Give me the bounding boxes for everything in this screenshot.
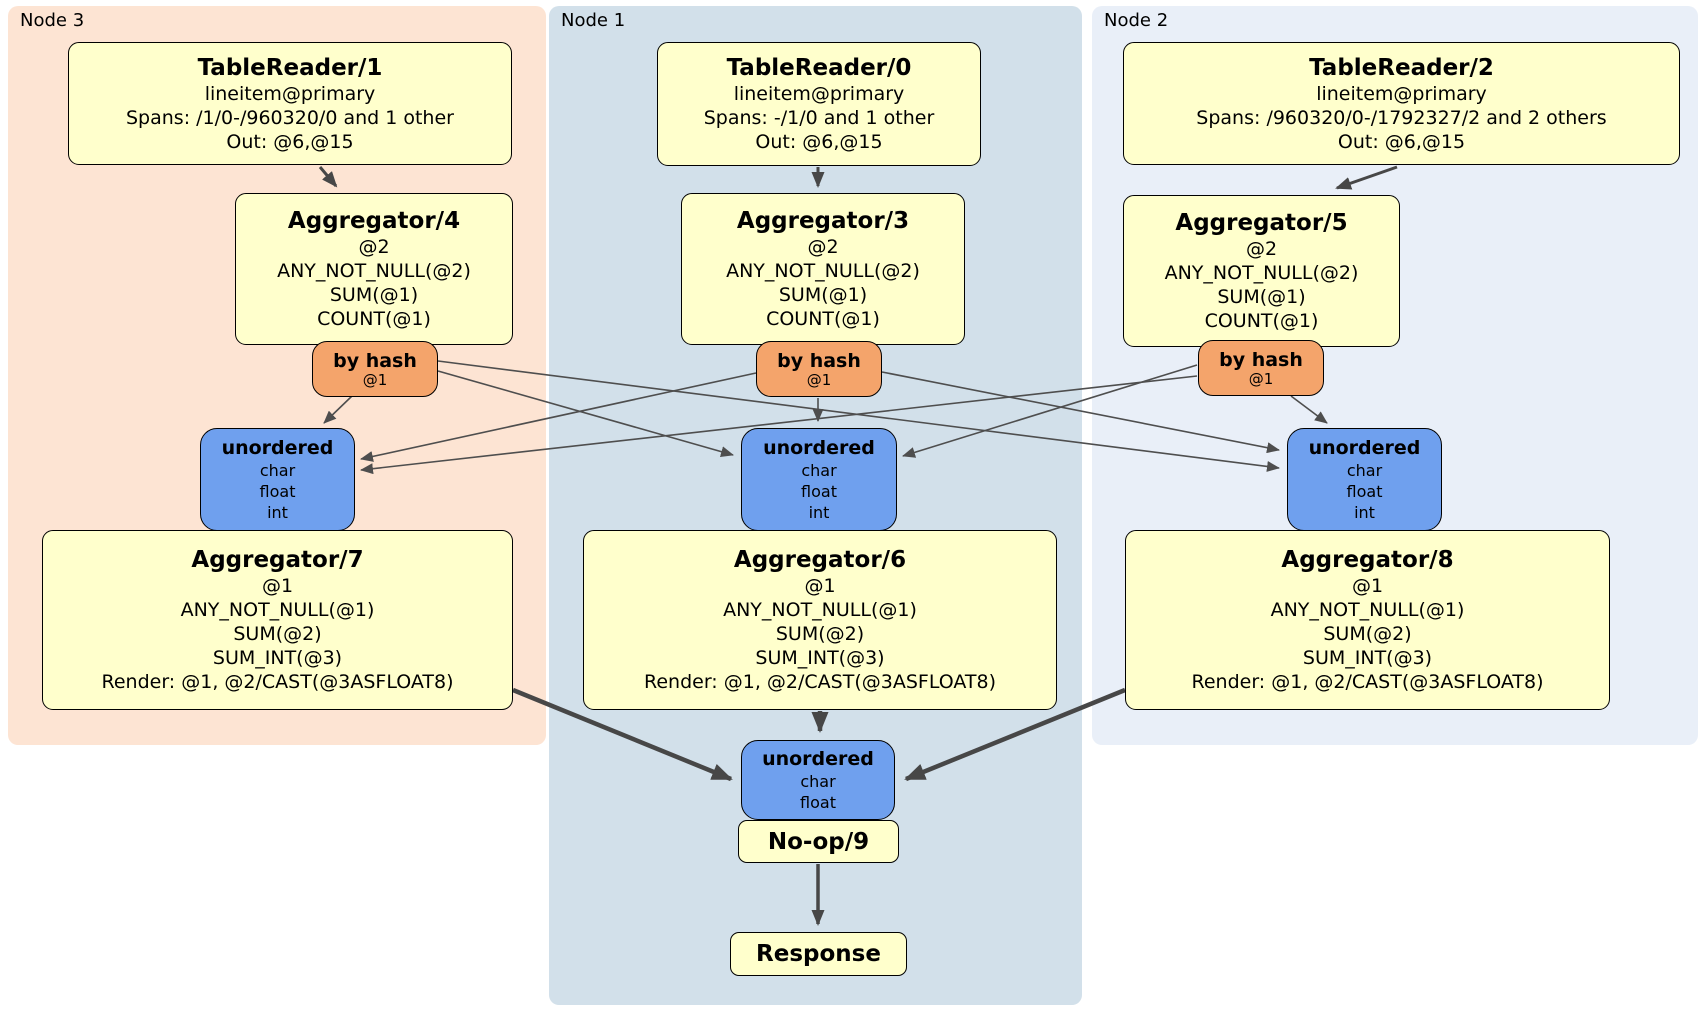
aggregator-8-line: @1 — [1351, 575, 1384, 597]
stream-column: float — [801, 482, 837, 501]
node3-label: Node 3 — [20, 10, 85, 31]
noop-9-title: No-op/9 — [767, 828, 870, 855]
hash-router-label: by hash — [333, 349, 417, 372]
stream-column: char — [259, 461, 296, 480]
stream-column: int — [808, 503, 830, 522]
aggregator-8-title: Aggregator/8 — [1281, 547, 1454, 573]
stream-column: int — [267, 503, 288, 522]
aggregator-4-line: ANY_NOT_NULL(@2) — [277, 260, 471, 282]
aggregator-3-line: COUNT(@1) — [766, 308, 880, 330]
aggregator-4-line: @2 — [358, 236, 390, 258]
response-box: Response — [730, 932, 907, 976]
aggregator-7-box: Aggregator/7 @1 ANY_NOT_NULL(@1) SUM(@2)… — [42, 530, 513, 710]
aggregator-5-line: @2 — [1245, 238, 1278, 260]
aggregator-6-box: Aggregator/6 @1 ANY_NOT_NULL(@1) SUM(@2)… — [583, 530, 1057, 710]
tablereader-1-title: TableReader/1 — [197, 54, 383, 81]
tablereader-0-index: lineitem@primary — [733, 83, 905, 105]
aggregator-5-title: Aggregator/5 — [1175, 210, 1348, 236]
aggregator-8-line: ANY_NOT_NULL(@1) — [1270, 599, 1465, 621]
stream-column: char — [1346, 461, 1383, 480]
hash-router-key: @1 — [1248, 369, 1274, 388]
tablereader-0-title: TableReader/0 — [726, 55, 912, 81]
aggregator-3-title: Aggregator/3 — [736, 208, 910, 234]
tablereader-0-box: TableReader/0 lineitem@primary Spans: -/… — [657, 42, 981, 166]
stream-column: char — [800, 772, 836, 791]
aggregator-7-line: @1 — [261, 575, 294, 597]
tablereader-2-title: TableReader/2 — [1309, 54, 1494, 81]
hash-router-node1: by hash @1 — [756, 341, 882, 397]
tablereader-2-box: TableReader/2 lineitem@primary Spans: /9… — [1123, 42, 1680, 165]
tablereader-2-index: lineitem@primary — [1316, 82, 1487, 105]
stream-column: float — [800, 793, 836, 812]
stream-label: unordered — [762, 748, 874, 770]
hash-router-node3: by hash @1 — [312, 341, 438, 397]
hash-router-label: by hash — [1219, 348, 1303, 371]
unordered-stream-node2: unordered char float int — [1287, 428, 1442, 531]
aggregator-7-line: ANY_NOT_NULL(@1) — [180, 599, 375, 621]
tablereader-1-box: TableReader/1 lineitem@primary Spans: /1… — [68, 42, 512, 165]
aggregator-7-line: SUM_INT(@3) — [212, 647, 343, 669]
hash-router-node2: by hash @1 — [1198, 340, 1324, 396]
stream-column: float — [1346, 482, 1383, 501]
aggregator-3-box: Aggregator/3 @2 ANY_NOT_NULL(@2) SUM(@1)… — [681, 193, 965, 345]
aggregator-5-line: ANY_NOT_NULL(@2) — [1164, 262, 1359, 284]
stream-column: char — [801, 461, 837, 480]
tablereader-1-spans: Spans: /1/0-/960320/0 and 1 other — [126, 106, 454, 129]
aggregator-6-line: SUM_INT(@3) — [755, 647, 885, 669]
aggregator-6-render: Render: @1, @2/CAST(@3ASFLOAT8) — [644, 671, 996, 693]
tablereader-0-spans: Spans: -/1/0 and 1 other — [703, 107, 935, 129]
aggregator-7-line: SUM(@2) — [233, 623, 322, 645]
aggregator-4-box: Aggregator/4 @2 ANY_NOT_NULL(@2) SUM(@1)… — [235, 193, 513, 345]
unordered-stream-node3: unordered char float int — [200, 428, 355, 531]
node2-label: Node 2 — [1104, 10, 1169, 31]
aggregator-6-line: @1 — [804, 575, 836, 597]
aggregator-6-line: SUM(@2) — [775, 623, 865, 645]
tablereader-1-out: Out: @6,@15 — [226, 130, 354, 153]
stream-label: unordered — [1308, 437, 1421, 459]
tablereader-0-out: Out: @6,@15 — [755, 131, 883, 153]
aggregator-8-line: SUM(@2) — [1323, 623, 1412, 645]
stream-column: float — [259, 482, 296, 501]
aggregator-7-render: Render: @1, @2/CAST(@3ASFLOAT8) — [101, 671, 454, 693]
aggregator-7-title: Aggregator/7 — [191, 547, 364, 573]
tablereader-2-spans: Spans: /960320/0-/1792327/2 and 2 others — [1196, 106, 1607, 129]
hash-router-key: @1 — [362, 370, 388, 389]
hash-router-key: @1 — [806, 370, 832, 389]
aggregator-3-line: SUM(@1) — [778, 284, 868, 306]
aggregator-5-box: Aggregator/5 @2 ANY_NOT_NULL(@2) SUM(@1)… — [1123, 195, 1400, 347]
aggregator-8-render: Render: @1, @2/CAST(@3ASFLOAT8) — [1191, 671, 1544, 693]
hash-router-label: by hash — [777, 349, 861, 372]
unordered-stream-node1: unordered char float int — [741, 428, 897, 531]
noop-9-box: No-op/9 — [738, 820, 899, 863]
stream-column: int — [1354, 503, 1375, 522]
tablereader-2-out: Out: @6,@15 — [1337, 130, 1466, 153]
aggregator-4-line: COUNT(@1) — [317, 308, 431, 330]
tablereader-1-index: lineitem@primary — [204, 82, 376, 105]
aggregator-3-line: @2 — [807, 236, 839, 258]
aggregator-4-title: Aggregator/4 — [287, 208, 461, 234]
stream-label: unordered — [763, 437, 875, 459]
aggregator-4-line: SUM(@1) — [329, 284, 419, 306]
stream-label: unordered — [221, 437, 334, 459]
aggregator-8-box: Aggregator/8 @1 ANY_NOT_NULL(@1) SUM(@2)… — [1125, 530, 1610, 710]
aggregator-5-line: COUNT(@1) — [1204, 310, 1319, 332]
aggregator-6-line: ANY_NOT_NULL(@1) — [723, 599, 917, 621]
response-title: Response — [756, 941, 881, 967]
aggregator-8-line: SUM_INT(@3) — [1302, 647, 1433, 669]
aggregator-3-line: ANY_NOT_NULL(@2) — [726, 260, 920, 282]
node1-label: Node 1 — [561, 10, 626, 31]
aggregator-6-title: Aggregator/6 — [733, 547, 907, 573]
unordered-stream-final: unordered char float — [741, 740, 895, 820]
aggregator-5-line: SUM(@1) — [1217, 286, 1306, 308]
